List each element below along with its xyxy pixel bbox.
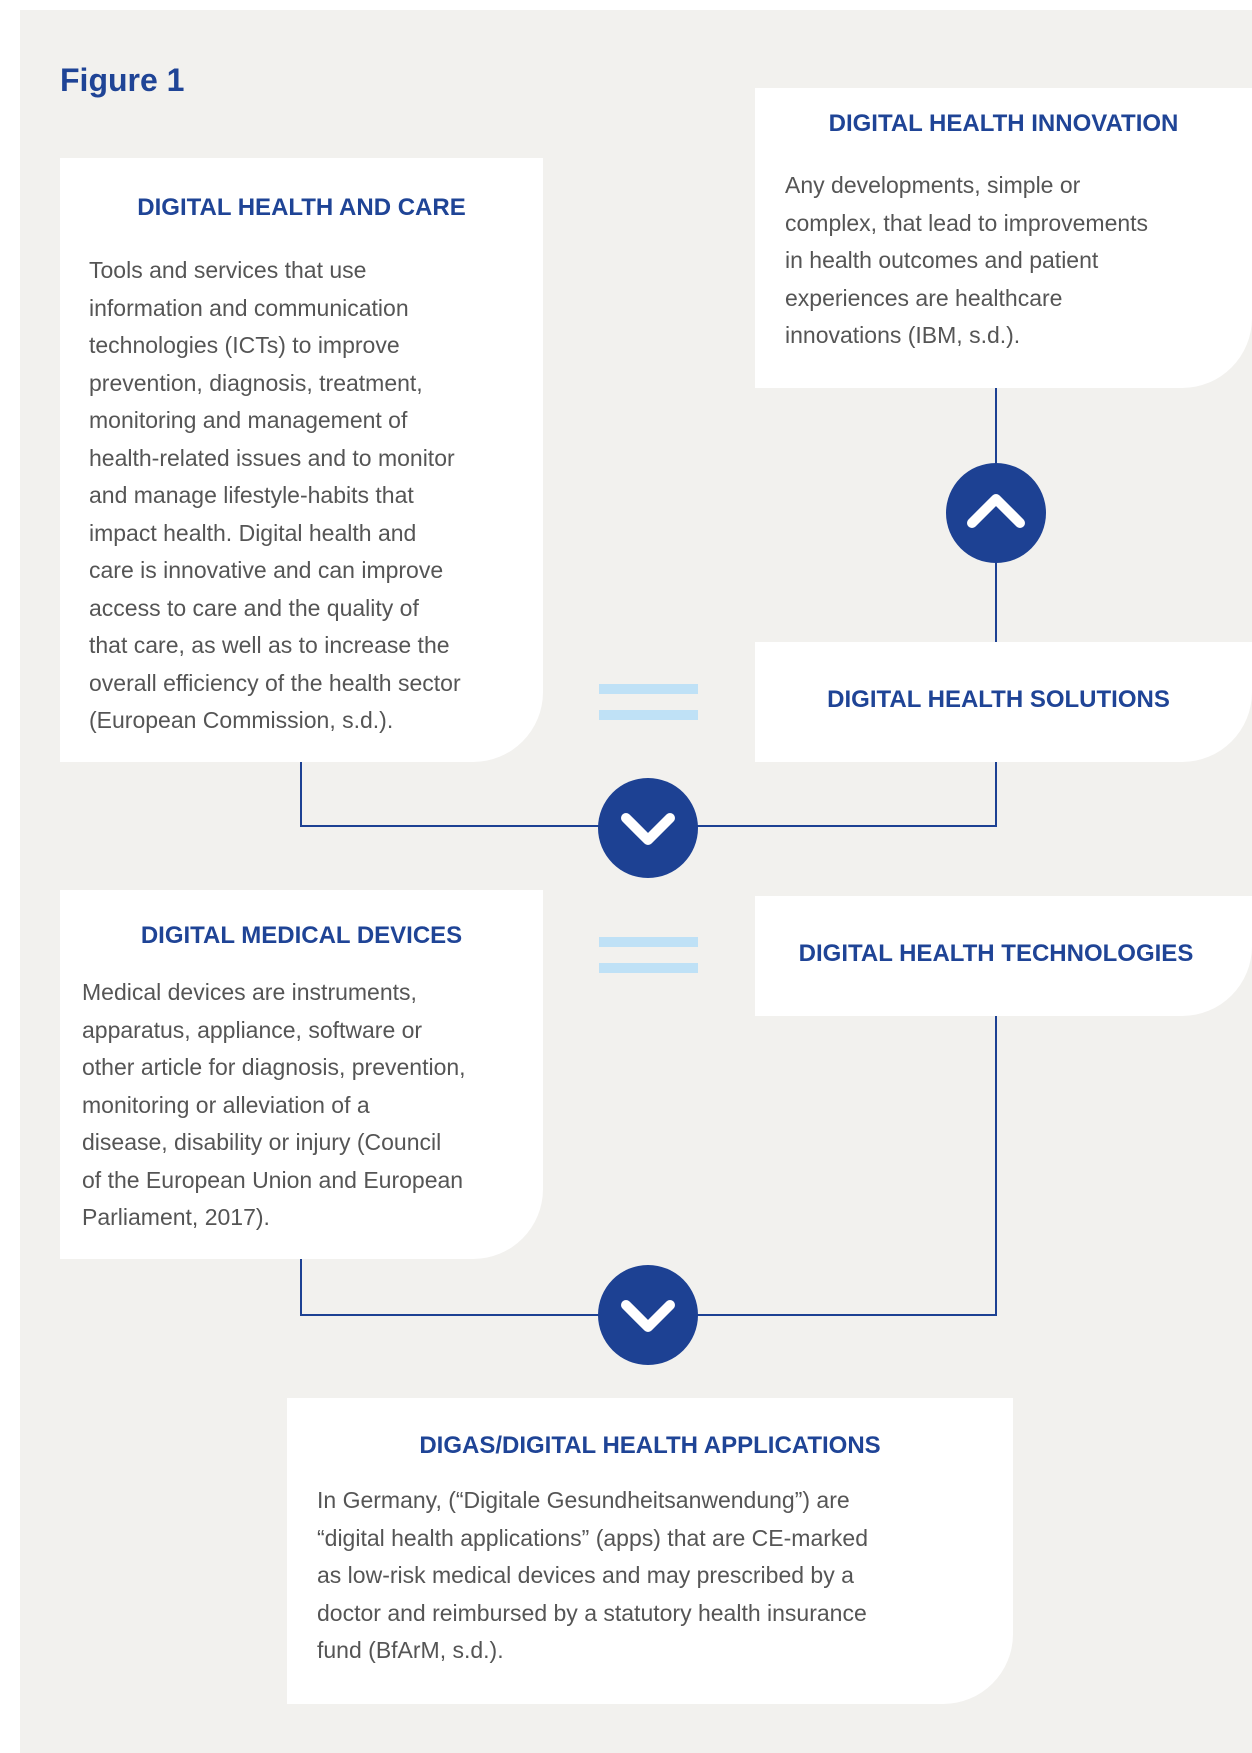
text-line: care is innovative and can improve xyxy=(89,557,444,583)
text-line: In Germany, (“Digitale Gesundheitsanwend… xyxy=(317,1487,850,1513)
text-line: (European Commission, s.d.). xyxy=(89,707,394,733)
card-description: Any developments, simple or complex, tha… xyxy=(785,167,1225,355)
text-line: experiences are healthcare xyxy=(785,284,1063,311)
text-line: of the European Union and European xyxy=(82,1166,464,1193)
card-description: Tools and services that use information … xyxy=(89,252,529,740)
card-title: DIGITAL HEALTH INNOVATION xyxy=(828,110,1179,137)
text-line: disease, disability or injury (Council xyxy=(82,1129,442,1155)
text-line: information and communication xyxy=(89,294,409,321)
text-line: “digital health applications” (apps) tha… xyxy=(317,1524,868,1551)
card-title: DIGAS/DIGITAL HEALTH APPLICATIONS xyxy=(419,1432,881,1459)
figure-title: Figure 1 xyxy=(60,62,185,98)
equals-sign-icon xyxy=(599,684,698,720)
card-digital-health-and-care: DIGITAL HEALTH AND CARE Tools and servic… xyxy=(60,158,543,762)
text-line: in health outcomes and patient xyxy=(785,247,1099,273)
card-digital-medical-devices: DIGITAL MEDICAL DEVICES Medical devices … xyxy=(60,890,543,1259)
text-line: overall efficiency of the health sector xyxy=(89,669,461,696)
card-digital-health-technologies: DIGITAL HEALTH TECHNOLOGIES xyxy=(755,896,1252,1016)
text-line: innovations (IBM, s.d.). xyxy=(785,322,1021,348)
text-line: as low-risk medical devices and may pres… xyxy=(317,1562,854,1588)
card-title: DIGITAL HEALTH TECHNOLOGIES xyxy=(798,940,1194,967)
text-line: monitoring or alleviation of a xyxy=(82,1091,370,1118)
chevron-down-icon xyxy=(598,1265,698,1365)
text-line: impact health. Digital health and xyxy=(89,519,417,546)
text-line: apparatus, appliance, software or xyxy=(82,1016,423,1043)
text-line: and manage lifestyle-habits that xyxy=(89,482,414,508)
card-digas-digital-health-applications: DIGAS/DIGITAL HEALTH APPLICATIONS In Ger… xyxy=(287,1398,1013,1704)
card-description: Medical devices are instruments, apparat… xyxy=(82,974,532,1237)
card-title: DIGITAL HEALTH SOLUTIONS xyxy=(827,686,1170,713)
text-line: complex, that lead to improvements xyxy=(785,209,1149,236)
chevron-down-icon xyxy=(598,778,698,878)
equals-sign-icon xyxy=(599,937,698,973)
text-line: access to care and the quality of xyxy=(89,594,419,621)
text-line: other article for diagnosis, prevention, xyxy=(82,1054,466,1080)
card-description: In Germany, (“Digitale Gesundheitsanwend… xyxy=(317,1482,977,1670)
text-line: health-related issues and to monitor xyxy=(89,444,455,471)
text-line: Tools and services that use xyxy=(89,257,367,283)
text-line: prevention, diagnosis, treatment, xyxy=(89,369,423,396)
text-line: doctor and reimbursed by a statutory hea… xyxy=(317,1599,867,1626)
text-line: fund (BfArM, s.d.). xyxy=(317,1637,504,1663)
card-title: DIGITAL HEALTH AND CARE xyxy=(137,194,466,221)
text-line: that care, as well as to increase the xyxy=(89,632,450,658)
text-line: technologies (ICTs) to improve xyxy=(89,332,400,358)
card-digital-health-solutions: DIGITAL HEALTH SOLUTIONS xyxy=(755,642,1252,762)
chevron-up-icon xyxy=(946,463,1046,563)
text-line: monitoring and management of xyxy=(89,407,408,433)
text-line: Any developments, simple or xyxy=(785,172,1081,198)
text-line: Medical devices are instruments, xyxy=(82,979,417,1005)
card-title: DIGITAL MEDICAL DEVICES xyxy=(140,922,463,949)
text-line: Parliament, 2017). xyxy=(82,1204,270,1230)
card-digital-health-innovation: DIGITAL HEALTH INNOVATION Any developmen… xyxy=(755,88,1252,388)
